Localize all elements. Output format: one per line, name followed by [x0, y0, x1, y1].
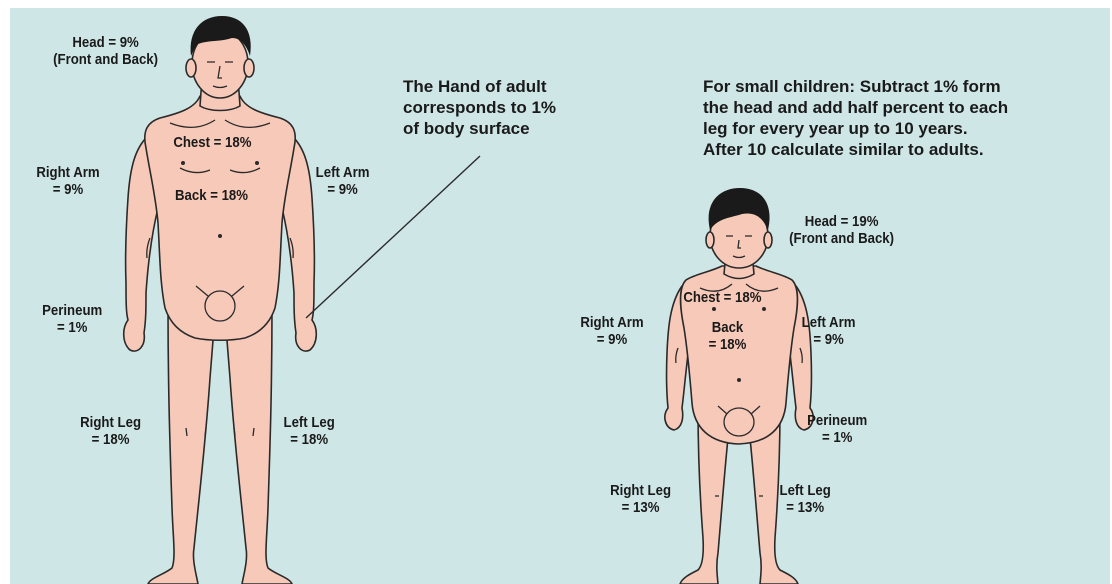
child-left-arm-line1: Left Arm: [802, 314, 856, 331]
child-chest-text: Chest = 18%: [683, 289, 761, 306]
child-head-label: Head = 19% (Front and Back): [789, 213, 894, 247]
child-right-leg-line1: Right Leg: [610, 482, 671, 499]
child-back-line1: Back: [709, 319, 747, 336]
child-right-arm-line1: Right Arm: [580, 314, 643, 331]
diagram-canvas: Head = 9% (Front and Back) Chest = 18% B…: [10, 8, 1110, 584]
adult-right-leg-line2: = 18%: [80, 431, 141, 448]
child-right-leg-line2: = 13%: [610, 499, 671, 516]
adult-left-leg-line2: = 18%: [284, 431, 335, 448]
adult-right-arm-line2: = 9%: [36, 181, 99, 198]
child-perineum-label: Perineum = 1%: [807, 412, 867, 446]
child-head-line2: (Front and Back): [789, 230, 894, 247]
adult-perineum-line1: Perineum: [42, 302, 102, 319]
child-note-line1: For small children: Subtract 1% form: [703, 76, 1008, 97]
child-back-line2: = 18%: [709, 336, 747, 353]
adult-head-label-line1: Head = 9%: [53, 34, 158, 51]
child-perineum-line1: Perineum: [807, 412, 867, 429]
adult-left-leg: [226, 308, 292, 584]
hand-note: The Hand of adult corresponds to 1% of b…: [403, 76, 556, 139]
adult-head-label-line2: (Front and Back): [53, 51, 158, 68]
child-back-label: Back = 18%: [709, 319, 747, 353]
adult-chest-label: Chest = 18%: [173, 134, 251, 151]
child-right-arm-line2: = 9%: [580, 331, 643, 348]
adult-left-leg-label: Left Leg = 18%: [284, 414, 335, 448]
child-left-leg-line1: Left Leg: [780, 482, 831, 499]
adult-left-arm-line1: Left Arm: [316, 164, 370, 181]
adult-right-arm-label: Right Arm = 9%: [36, 164, 99, 198]
adult-chest-text: Chest = 18%: [173, 134, 251, 151]
child-note: For small children: Subtract 1% form the…: [703, 76, 1008, 160]
adult-right-arm-line1: Right Arm: [36, 164, 99, 181]
child-figure: [665, 204, 813, 584]
child-note-line3: leg for every year up to 10 years.: [703, 118, 1008, 139]
child-right-arm-label: Right Arm = 9%: [580, 314, 643, 348]
adult-left-arm-label: Left Arm = 9%: [316, 164, 370, 198]
child-left-arm-label: Left Arm = 9%: [802, 314, 856, 348]
child-note-line2: the head and add half percent to each: [703, 97, 1008, 118]
child-left-leg-label: Left Leg = 13%: [780, 482, 831, 516]
child-perineum-line2: = 1%: [807, 429, 867, 446]
child-left-leg-line2: = 13%: [780, 499, 831, 516]
hand-note-line2: corresponds to 1%: [403, 97, 556, 118]
child-right-leg-label: Right Leg = 13%: [610, 482, 671, 516]
adult-left-arm-line2: = 9%: [316, 181, 370, 198]
child-chest-label: Chest = 18%: [683, 289, 761, 306]
hand-note-line3: of body surface: [403, 118, 556, 139]
hand-note-line1: The Hand of adult: [403, 76, 556, 97]
adult-perineum-label: Perineum = 1%: [42, 302, 102, 336]
child-left-arm-line2: = 9%: [802, 331, 856, 348]
child-head-line1: Head = 19%: [789, 213, 894, 230]
adult-right-leg-line1: Right Leg: [80, 414, 141, 431]
adult-left-leg-line1: Left Leg: [284, 414, 335, 431]
adult-head-label: Head = 9% (Front and Back): [53, 34, 158, 68]
child-note-line4: After 10 calculate similar to adults.: [703, 139, 1008, 160]
adult-back-label: Back = 18%: [175, 187, 248, 204]
adult-right-leg: [148, 308, 214, 584]
adult-back-text: Back = 18%: [175, 187, 248, 204]
adult-right-leg-label: Right Leg = 18%: [80, 414, 141, 448]
adult-perineum-line2: = 1%: [42, 319, 102, 336]
